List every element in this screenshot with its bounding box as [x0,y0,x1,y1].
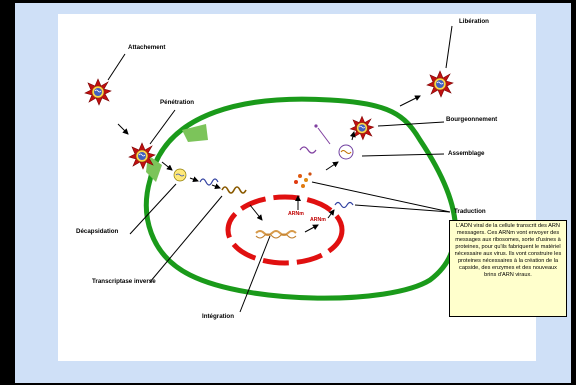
rna-strand-icon [199,178,219,186]
dna-strand-icon [221,186,247,194]
label-bourgeonnement: Bourgeonnement [446,116,498,123]
label-transcriptase-inverse: Transcriptase inverse [92,278,156,285]
ribosome-icon [294,172,312,188]
leader-lines [107,25,453,313]
dna-strand-icon [255,230,297,236]
assembling-virus-icon [338,144,354,160]
dna-strand-icon [255,233,297,239]
label-arnm-2: ARNm [310,217,326,223]
label-decapsidation: Décapsidation [76,228,119,235]
protein-strand-icon [317,127,331,145]
label-traduction: Traduction [454,208,486,215]
label-integration: Intégration [202,313,234,320]
arrow-icon [117,95,421,233]
label-liberation: Libération [459,18,489,25]
rna-strand-icon [299,146,317,154]
label-attachement: Attachement [128,44,166,51]
receptor-icon [182,124,208,142]
traduction-note: L'ADN viral de la cellule transcrit des … [449,220,567,317]
nucleus [225,194,345,266]
label-arnm-1: ARNm [288,211,304,217]
label-penetration: Pénétration [160,99,195,106]
rna-strand-icon [334,201,354,209]
label-assemblage: Assemblage [448,150,485,157]
